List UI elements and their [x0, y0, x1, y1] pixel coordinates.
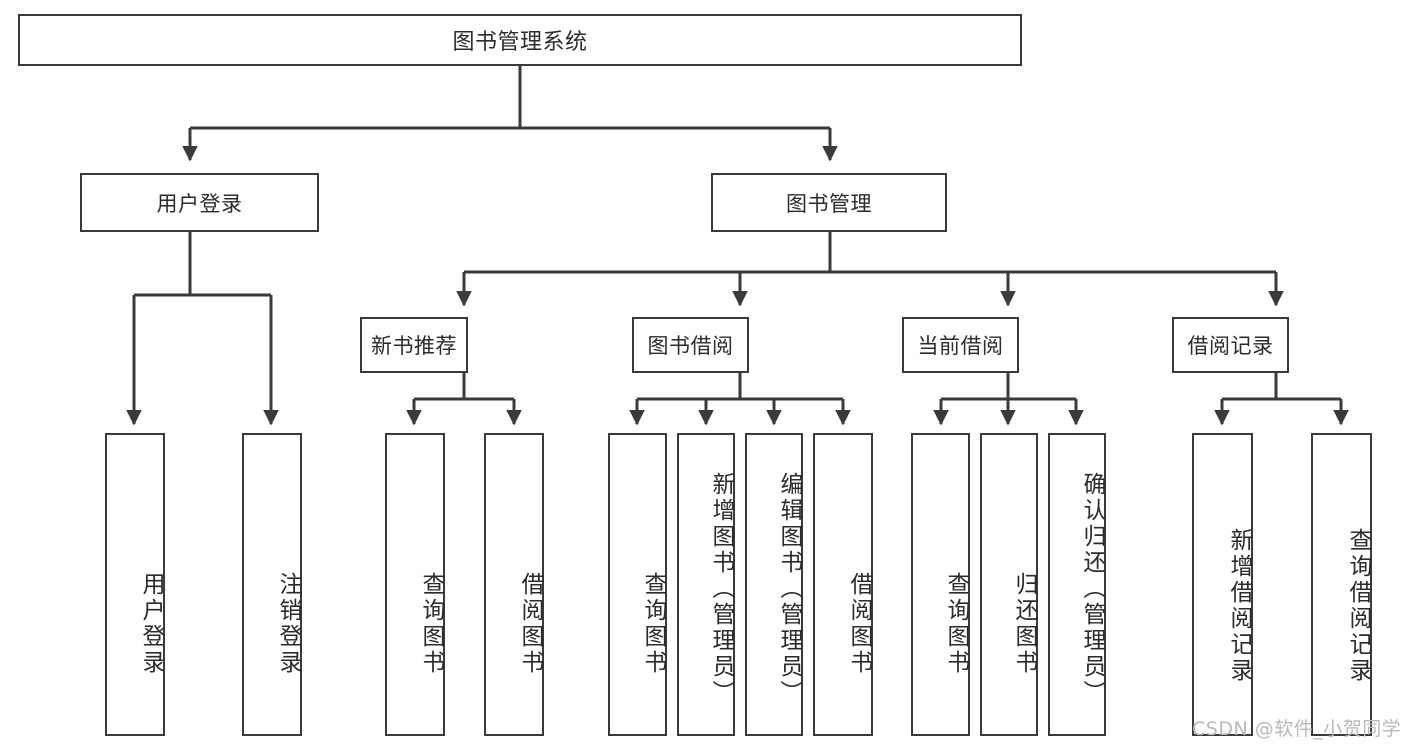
leaf-query-book-1[interactable]: 查询图书 — [385, 433, 445, 736]
leaf-query-record[interactable]: 查询借阅记录 — [1311, 433, 1372, 736]
leaf-add-book[interactable]: 新增图书（管理员） — [677, 433, 735, 736]
node-user-login[interactable]: 用户登录 — [80, 173, 319, 232]
node-new-book-recommend[interactable]: 新书推荐 — [360, 317, 468, 373]
leaf-add-record[interactable]: 新增借阅记录 — [1192, 433, 1253, 736]
node-root[interactable]: 图书管理系统 — [18, 14, 1022, 66]
leaf-logout[interactable]: 注销登录 — [242, 433, 302, 736]
leaf-query-book-2[interactable]: 查询图书 — [608, 433, 667, 736]
leaf-query-book-3[interactable]: 查询图书 — [911, 433, 970, 736]
node-current-borrow[interactable]: 当前借阅 — [902, 317, 1019, 373]
leaf-confirm-return[interactable]: 确认归还（管理员） — [1048, 433, 1106, 736]
node-book-manage[interactable]: 图书管理 — [711, 173, 947, 232]
csdn-watermark: CSDN @软件_小贺同学 — [1192, 718, 1402, 740]
leaf-user-login[interactable]: 用户登录 — [105, 433, 165, 736]
node-book-borrow[interactable]: 图书借阅 — [632, 317, 749, 373]
leaf-borrow-book-1[interactable]: 借阅图书 — [484, 433, 544, 736]
leaf-borrow-book-2[interactable]: 借阅图书 — [813, 433, 873, 736]
leaf-edit-book[interactable]: 编辑图书（管理员） — [745, 433, 803, 736]
leaf-return-book[interactable]: 归还图书 — [980, 433, 1038, 736]
node-borrow-record[interactable]: 借阅记录 — [1172, 317, 1289, 373]
